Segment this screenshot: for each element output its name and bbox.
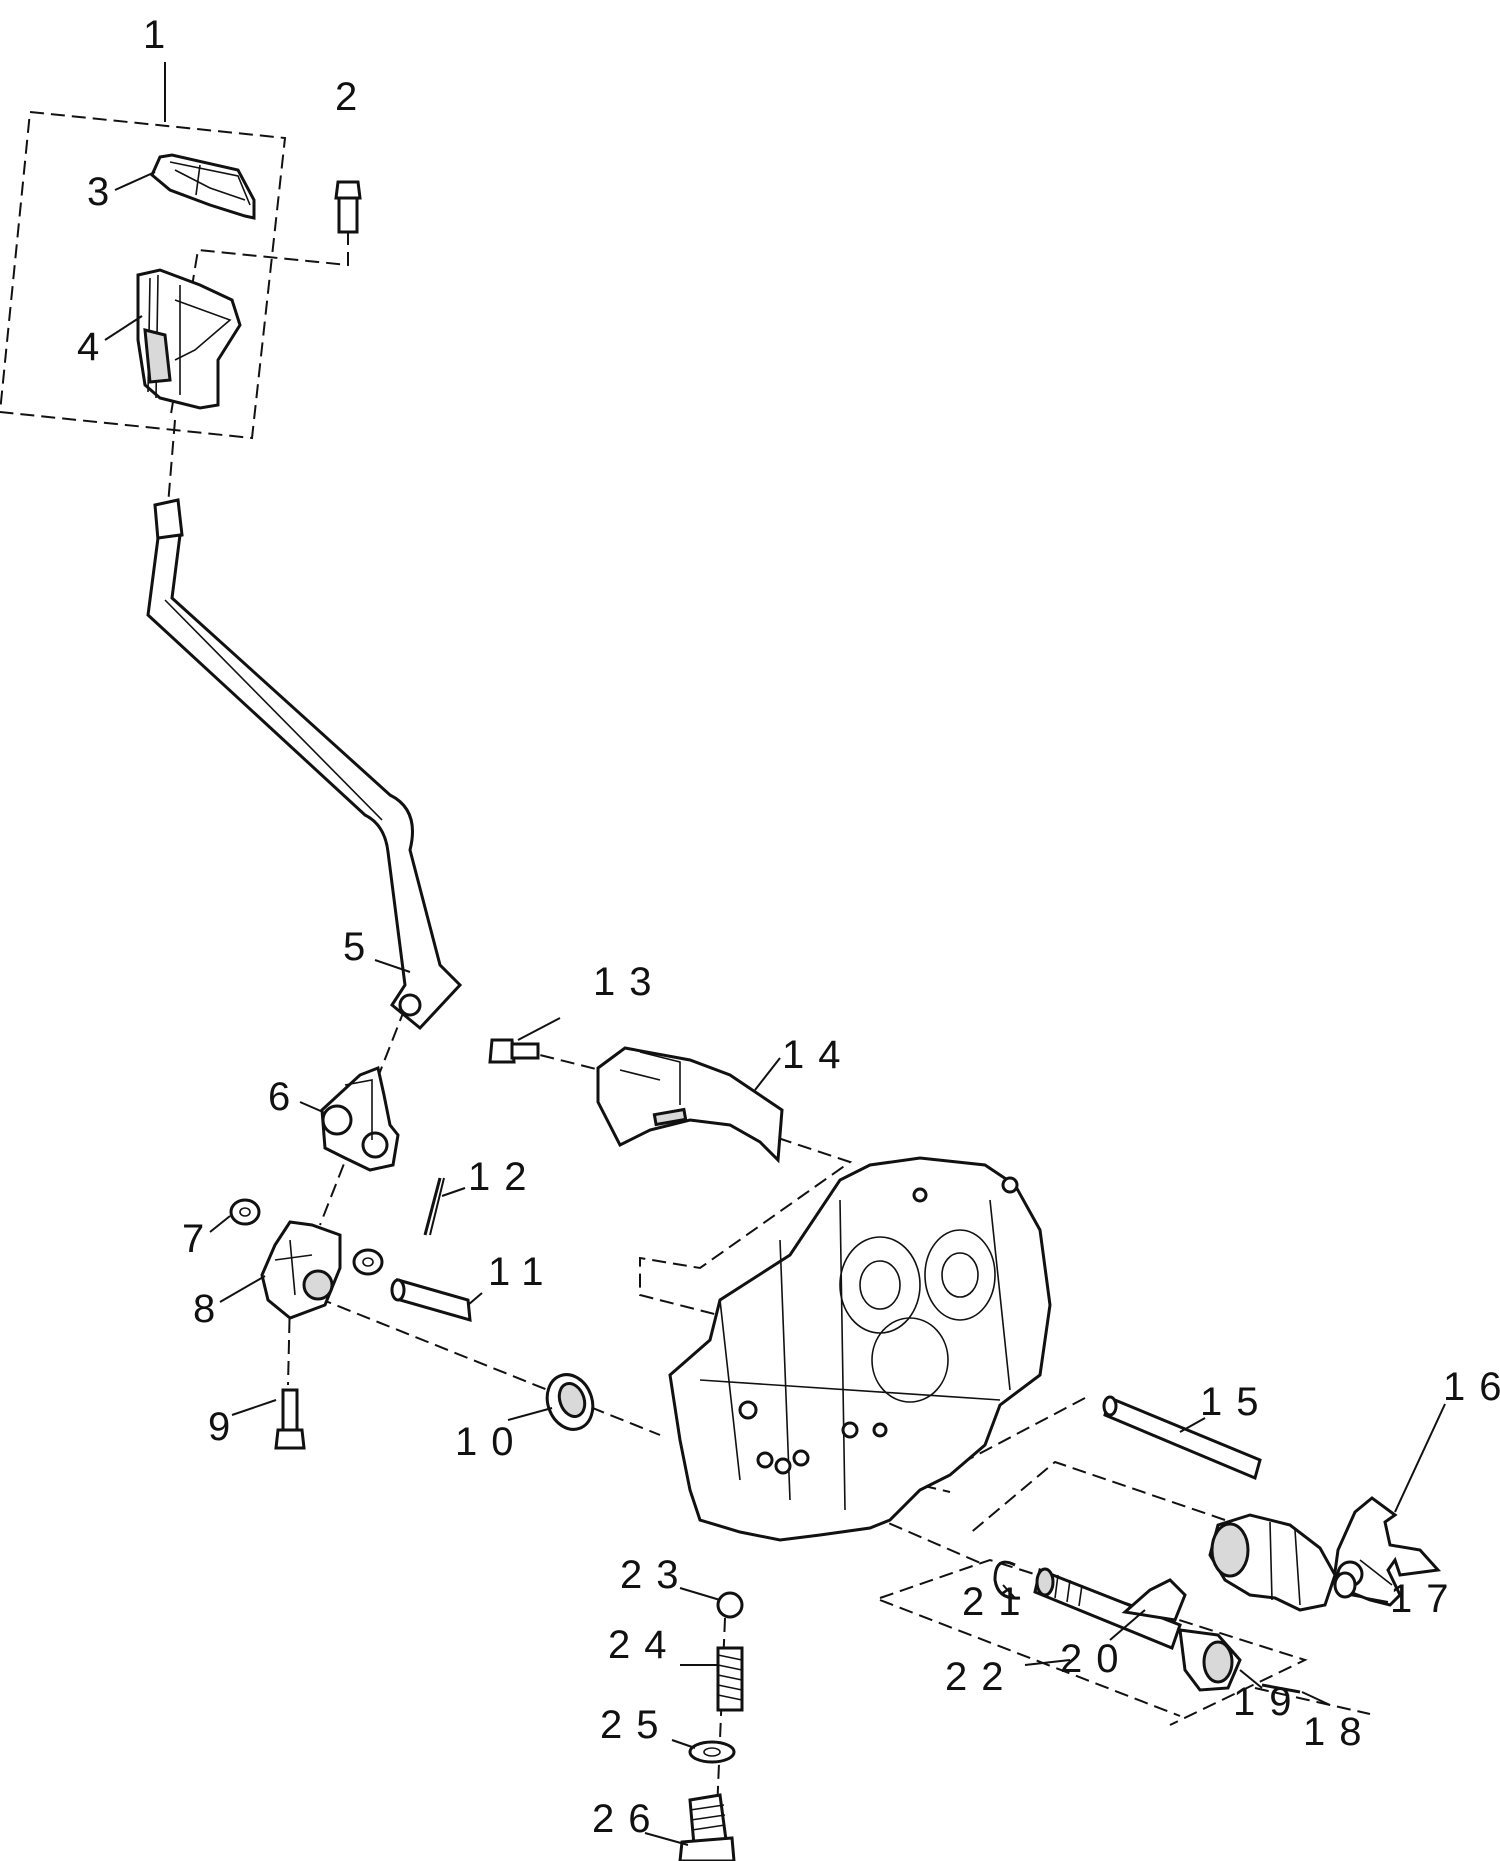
part-3-cap: [150, 153, 256, 220]
dash-22b: [879, 1599, 1181, 1717]
part-8-arm: [260, 1220, 342, 1320]
part-23-ball: [716, 1591, 744, 1619]
part-washer-right: [352, 1248, 384, 1276]
dash-lever: [167, 419, 176, 506]
label-19: 19: [1233, 1680, 1306, 1724]
group-box-1: [0, 110, 287, 440]
dash-9: [287, 1297, 291, 1386]
part-18-pin: [1261, 1683, 1301, 1694]
dash-shaft: [317, 1297, 661, 1436]
label-10: 10: [455, 1420, 528, 1464]
label-15: 15: [1200, 1380, 1273, 1424]
label-16: 16: [1443, 1365, 1500, 1409]
label-3: 3: [87, 170, 123, 214]
part-crankcase: [668, 1156, 1052, 1542]
leader-lines: [104, 62, 1446, 1846]
label-23: 23: [620, 1553, 693, 1597]
label-18: 18: [1303, 1710, 1376, 1754]
label-4: 4: [77, 325, 113, 369]
label-12: 12: [468, 1155, 541, 1199]
label-6: 6: [268, 1075, 304, 1119]
part-15-rod: [1102, 1395, 1262, 1481]
part-20-shaft: [1033, 1567, 1242, 1692]
part-25-washer: [688, 1740, 736, 1764]
label-24: 24: [608, 1623, 681, 1667]
label-17: 17: [1390, 1577, 1463, 1621]
label-9: 9: [208, 1405, 244, 1449]
label-5: 5: [343, 925, 379, 969]
dash-17: [967, 1460, 1226, 1536]
part-2-bolt: [334, 180, 362, 234]
part-7-washer: [229, 1198, 261, 1226]
part-24-spring: [716, 1646, 744, 1712]
part-26-plug: [678, 1793, 736, 1861]
label-8: 8: [193, 1287, 229, 1331]
part-12-cotter: [423, 1177, 445, 1236]
label-25: 25: [600, 1703, 673, 1747]
label-11: 11: [488, 1250, 558, 1294]
label-1: 1: [143, 13, 179, 57]
label-13: 13: [593, 960, 666, 1004]
dash-2: [169, 210, 349, 421]
part-4-boot: [136, 268, 242, 410]
label-20: 20: [1060, 1637, 1133, 1681]
part-10-seal: [545, 1373, 595, 1431]
dash-14: [639, 1137, 853, 1319]
label-14: 14: [782, 1033, 855, 1077]
part-6-link: [320, 1065, 400, 1172]
part-5-lever: [146, 498, 463, 1031]
part-21-circlip: [993, 1560, 1021, 1600]
label-21: 21: [962, 1580, 1035, 1624]
part-9-bolt: [274, 1388, 306, 1450]
label-26: 26: [592, 1797, 665, 1841]
part-13-bolt: [488, 1038, 540, 1064]
part-11-pin: [390, 1277, 472, 1323]
label-2: 2: [335, 75, 371, 119]
callout-labels: 1 2 3 4 5 6 7 8 9 10 11 12 13 14 15 16 1…: [77, 13, 1500, 1841]
label-7: 7: [182, 1217, 218, 1261]
part-17-drum: [1208, 1513, 1357, 1612]
part-14-cover: [596, 1046, 784, 1164]
label-22: 22: [945, 1655, 1018, 1699]
